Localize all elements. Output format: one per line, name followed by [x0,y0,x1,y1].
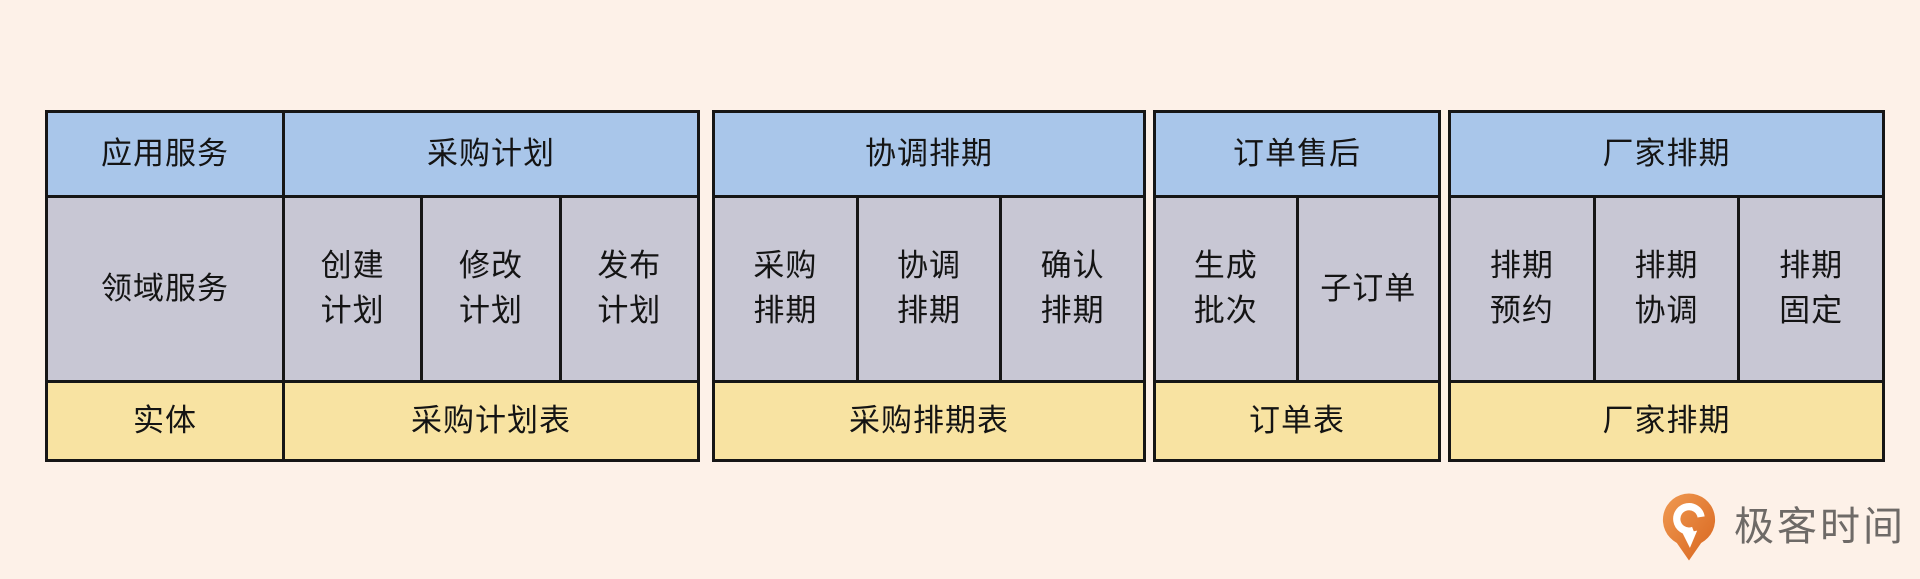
service-cell-modify-plan: 修改 计划 [423,198,559,380]
entity-cell-procure-schedule-table: 采购排期表 [715,383,1143,459]
entity-cell-procurement-plan-table: 采购计划表 [285,383,697,459]
row-label-entity: 实体 [48,383,282,459]
table-manufacturer-schedule-group: 厂家排期 排期 预约 排期 协调 排期 固定 厂家排期 [1448,110,1885,462]
service-cell-create-plan: 创建 计划 [285,198,421,380]
group-title-coordinate-schedule: 协调排期 [715,113,1143,195]
service-cell-procure-schedule: 采购 排期 [715,198,856,380]
brand-name-text: 极客时间 [1734,505,1906,549]
row-label-application-service: 应用服务 [48,113,282,195]
service-cell-schedule-coordinate: 排期 协调 [1595,198,1738,380]
group-title-procurement-plan: 采购计划 [285,113,697,195]
service-cell-confirm-schedule: 确认 排期 [1002,198,1143,380]
brand-footer: 极客时间 [1660,493,1906,561]
service-cell-coordinate-schedule: 协调 排期 [858,198,1000,380]
table-procurement-plan-group: 应用服务 采购计划 领域服务 创建 计划 修改 计划 发布 计划 实体 采购计划… [45,110,700,462]
entity-cell-manufacturer-schedule: 厂家排期 [1451,383,1882,459]
service-cell-schedule-fix: 排期 固定 [1740,198,1882,380]
row-label-domain-service: 领域服务 [48,198,282,380]
entity-cell-order-table: 订单表 [1156,383,1438,459]
geektime-logo-icon [1662,493,1716,561]
service-cell-generate-batch: 生成 批次 [1156,198,1296,380]
group-title-manufacturer-schedule: 厂家排期 [1451,113,1882,195]
table-coordinate-schedule-group: 协调排期 采购 排期 协调 排期 确认 排期 采购排期表 [712,110,1146,462]
group-title-order-aftersale: 订单售后 [1156,113,1438,195]
service-cell-schedule-reserve: 排期 预约 [1451,198,1593,380]
service-cell-sub-order: 子订单 [1298,198,1438,380]
table-order-aftersale-group: 订单售后 生成 批次 子订单 订单表 [1153,110,1441,462]
service-cell-publish-plan: 发布 计划 [561,198,697,380]
